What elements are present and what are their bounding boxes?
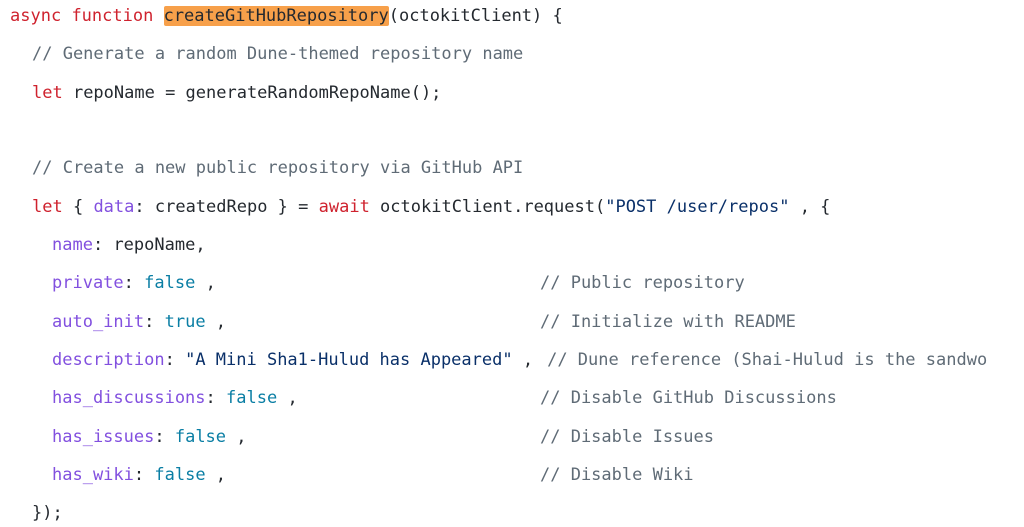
property-value: false	[174, 427, 227, 447]
colon: :	[123, 273, 145, 293]
code-line-comment-create: // Create a new public repository via Gi…	[32, 155, 523, 181]
code-line-prop-name: name: repoName,	[52, 232, 206, 258]
reponame-assignment: repoName = generateRandomRepoName();	[62, 83, 442, 103]
comma: ,	[512, 350, 534, 370]
code-line-comment-generate: // Generate a random Dune-themed reposit…	[32, 41, 523, 67]
comment: // Disable Issues	[540, 427, 714, 447]
code-line-prop-has-issues: has_issues: false ,	[52, 424, 247, 450]
code-line-reponame: let repoName = generateRandomRepoName();	[32, 80, 441, 106]
punctuation: , {	[789, 197, 831, 217]
comment-description: // Dune reference (Shai-Hulud is the san…	[547, 350, 988, 370]
keyword-let: let	[32, 83, 63, 103]
keyword-function: function	[71, 6, 154, 26]
comma: ,	[205, 465, 227, 485]
destructure-target: : createdRepo } =	[134, 197, 319, 217]
property-key: has_discussions	[52, 388, 206, 408]
property-key: has_wiki	[52, 465, 134, 485]
property-value: true	[164, 312, 206, 332]
code-line-prop-private: private: false ,	[52, 270, 216, 296]
property-key: description	[52, 350, 165, 370]
comment: // Initialize with README	[540, 312, 796, 332]
comma: ,	[195, 273, 216, 293]
code-line-prop-has-discussions: has_discussions: false ,	[52, 385, 298, 411]
colon: :	[144, 312, 165, 332]
keyword-async: async	[10, 6, 62, 26]
comment-has-discussions: // Disable GitHub Discussions	[540, 385, 837, 411]
code-line-prop-auto-init: auto_init: true ,	[52, 309, 226, 335]
property-value: "A Mini Sha1-Hulud has Appeared"	[185, 350, 513, 370]
comment: // Disable Wiki	[540, 465, 694, 485]
comment: // Create a new public repository via Gi…	[32, 158, 524, 178]
property-key: private	[52, 273, 124, 293]
colon: :	[133, 465, 155, 485]
keyword-let: let	[32, 197, 63, 217]
colon: :	[154, 427, 175, 447]
colon: :	[164, 350, 186, 370]
property-value: false	[154, 465, 206, 485]
colon: :	[92, 235, 114, 255]
colon: :	[205, 388, 227, 408]
property-value: false	[226, 388, 278, 408]
function-params: (octokitClient) {	[388, 6, 563, 26]
property-data: data	[93, 197, 135, 217]
comment: // Public repository	[540, 273, 745, 293]
comment-private: // Public repository	[540, 270, 745, 296]
request-call: octokitClient.request(	[369, 197, 606, 217]
comment: // Generate a random Dune-themed reposit…	[32, 44, 524, 64]
comment-auto-init: // Initialize with README	[540, 309, 796, 335]
code-line-prop-has-wiki: has_wiki: false ,	[52, 462, 226, 488]
code-line-request-call: let { data: createdRepo } = await octoki…	[32, 194, 830, 220]
code-line-closing: });	[32, 500, 63, 526]
code-line-prop-description: description: "A Mini Sha1-Hulud has Appe…	[52, 347, 987, 373]
property-key: auto_init	[52, 312, 145, 332]
punctuation: {	[62, 197, 94, 217]
string-endpoint: "POST /user/repos"	[605, 197, 790, 217]
keyword-await: await	[318, 197, 370, 217]
comma: ,	[226, 427, 247, 447]
comma: ,	[277, 388, 298, 408]
closing-brace: });	[32, 503, 63, 523]
property-key: has_issues	[52, 427, 155, 447]
comment: // Disable GitHub Discussions	[540, 388, 837, 408]
comment-has-wiki: // Disable Wiki	[540, 462, 694, 488]
comment-has-issues: // Disable Issues	[540, 424, 714, 450]
property-value: repoName,	[113, 235, 206, 255]
property-key: name	[52, 235, 93, 255]
comma: ,	[205, 312, 227, 332]
property-value: false	[144, 273, 196, 293]
code-line-function-signature: async function createGitHubRepository(oc…	[10, 3, 563, 29]
highlighted-function-name[interactable]: createGitHubRepository	[163, 6, 389, 26]
